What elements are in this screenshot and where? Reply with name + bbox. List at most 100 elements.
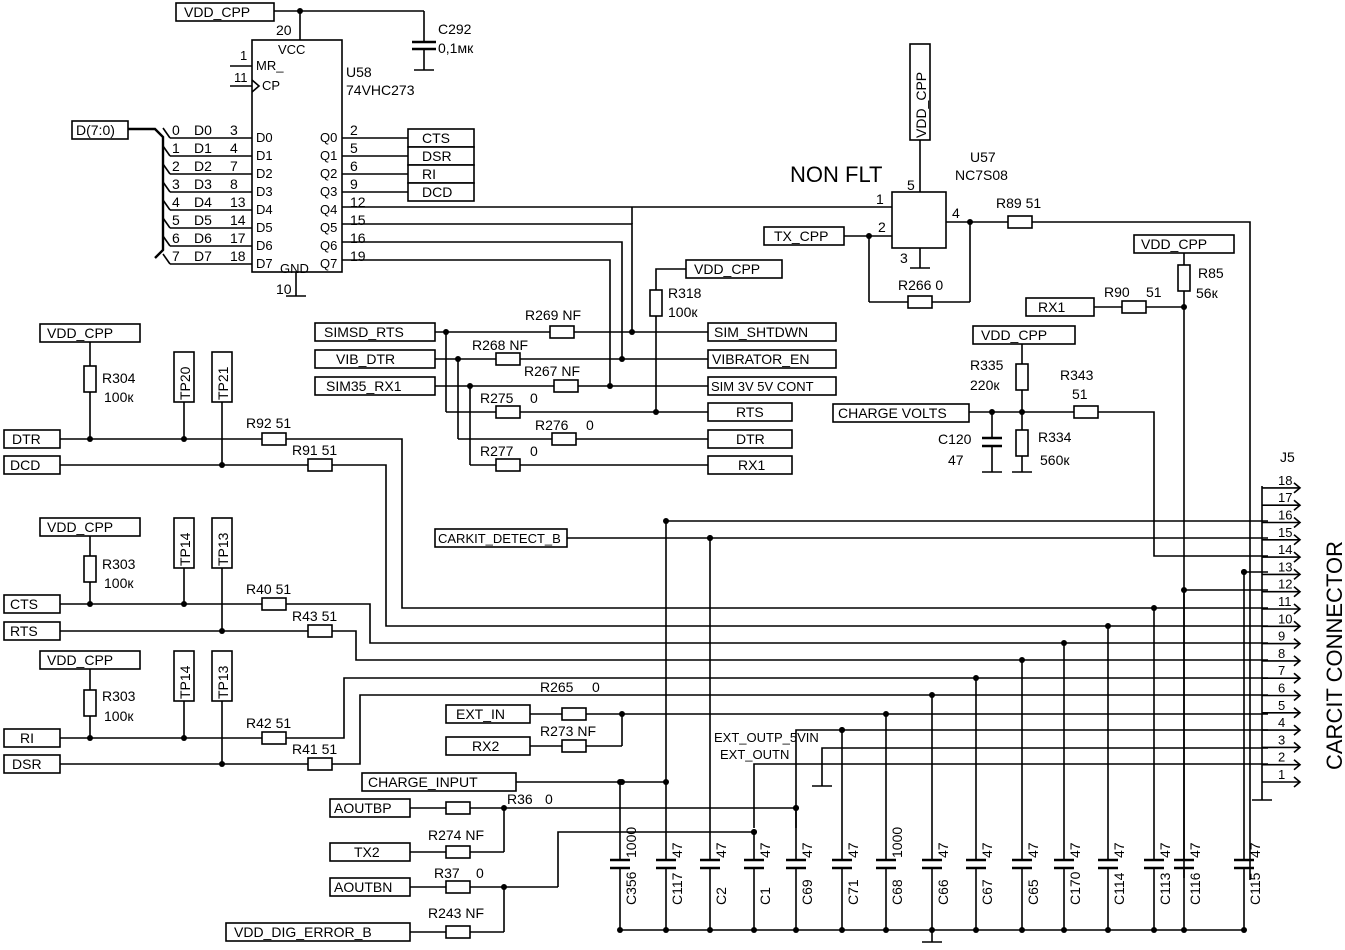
u58-d-inside-6: D6: [256, 238, 273, 253]
u58-q-pin-5: 15: [350, 212, 366, 228]
c120-value: 47: [948, 452, 964, 468]
net-vdd-cpp-r335: VDD_CPP: [981, 327, 1047, 343]
cap-value-7: 47: [935, 842, 951, 858]
r276-value: 0: [586, 417, 594, 433]
cap-ref-8: C67: [979, 879, 995, 905]
r85-ref: R85: [1198, 265, 1224, 281]
r37-value: 0: [476, 865, 484, 881]
j5-pin-5: 5: [1278, 698, 1285, 713]
net-vdd-dig-error-b: VDD_DIG_ERROR_B: [234, 924, 372, 940]
j5-pin-2: 2: [1278, 750, 1285, 765]
u58-part: 74VHC273: [346, 82, 415, 98]
capacitor-bank: C3561000C11747C247C147C6947C7147C681000C…: [610, 518, 1268, 933]
j5-pin-3: 3: [1278, 732, 1285, 747]
u58-pin-11: 11: [234, 70, 248, 85]
bus-bit-0: 0: [172, 122, 180, 138]
net-cts-in: CTS: [10, 596, 38, 612]
r343-value: 51: [1072, 386, 1088, 402]
net-aoutbp: AOUTBP: [334, 800, 392, 816]
u58-d-pin-5: 14: [230, 212, 246, 228]
cap-ref-2: C2: [713, 887, 729, 905]
j5-pin-14: 14: [1278, 542, 1292, 557]
cap-ref-7: C66: [935, 879, 951, 905]
r343-ref: R343: [1060, 367, 1094, 383]
r274-label: R274 NF: [428, 827, 484, 843]
r335-ref: R335: [970, 357, 1004, 373]
cap-value-13: 47: [1187, 842, 1203, 858]
net-sim35-rx1: SIM35_RX1: [326, 378, 402, 394]
u58-d-inside-4: D4: [256, 202, 273, 217]
u57-pin-5: 5: [907, 177, 915, 193]
u58-d-inside-1: D1: [256, 148, 273, 163]
u58-d-label-3: D3: [194, 176, 212, 192]
net-rts-out: RTS: [736, 404, 764, 420]
net-tx2: TX2: [354, 844, 380, 860]
u58-d-pin-7: 18: [230, 248, 246, 264]
cap-ref-11: C114: [1111, 872, 1127, 905]
cap-value-5: 47: [845, 842, 861, 858]
u58-q-pin-2: 6: [350, 158, 358, 174]
u58-cp-label: CP: [262, 78, 280, 93]
net-sim-3v-5v-cont: SIM 3V 5V CONT: [711, 379, 814, 394]
u57-ref: U57: [970, 149, 996, 165]
u58-q-label-3: Q3: [320, 184, 337, 199]
r42-label: R42 51: [246, 715, 291, 731]
bus-bit-3: 3: [172, 176, 180, 192]
net-sim-shtdwn: SIM_SHTDWN: [714, 324, 808, 340]
c120-ref: C120: [938, 431, 972, 447]
r277-ref: R277: [480, 443, 514, 459]
u58-block: VDD_CPP C292 0,1мк 20 VCC 1 MR_ 11 CP U5…: [71, 2, 632, 297]
bus-bit-6: 6: [172, 230, 180, 246]
net-vdd-cpp-r304: VDD_CPP: [47, 325, 113, 341]
j5-pin-8: 8: [1278, 646, 1285, 661]
u58-d-inside-0: D0: [256, 130, 273, 145]
tp21: TP21: [215, 366, 231, 400]
j5-pin-13: 13: [1278, 559, 1292, 574]
u58-d-inside-2: D2: [256, 166, 273, 181]
j5-pin-15: 15: [1278, 525, 1292, 540]
u58-q-pin-6: 16: [350, 230, 366, 246]
j5-pin-16: 16: [1278, 508, 1292, 523]
r243-label: R243 NF: [428, 905, 484, 921]
r36-value: 0: [545, 791, 553, 807]
r304-ref: R304: [102, 370, 136, 386]
u58-d-inside-3: D3: [256, 184, 273, 199]
net-charge-input: CHARGE_INPUT: [368, 774, 478, 790]
r37-ref: R37: [434, 865, 460, 881]
net-charge-volts: CHARGE VOLTS: [838, 405, 947, 421]
u58-d-label-0: D0: [194, 122, 212, 138]
j5-ref: J5: [1280, 449, 1295, 465]
u58-d-inside-5: D5: [256, 220, 273, 235]
u58-q-pin-7: 19: [350, 248, 366, 264]
tp14-a: TP14: [177, 532, 193, 566]
cap-value-3: 47: [757, 842, 773, 858]
u58-q-label-6: Q6: [320, 238, 337, 253]
r334-value: 560к: [1040, 452, 1070, 468]
j5-pin-17: 17: [1278, 490, 1292, 505]
r89-label: R89 51: [996, 195, 1041, 211]
connector-title: CARCIT CONNECTOR: [1322, 541, 1345, 770]
j5-pin-11: 11: [1278, 594, 1292, 609]
u58-ref: U58: [346, 64, 372, 80]
r43-label: R43 51: [292, 608, 337, 624]
net-simsd-rts: SIMSD_RTS: [324, 324, 404, 340]
u58-d-pin-2: 7: [230, 158, 238, 174]
u58-d-label-4: D4: [194, 194, 212, 210]
u58-mr-label: MR_: [256, 58, 284, 73]
tp14-b: TP14: [177, 665, 193, 699]
u57-pin-4: 4: [952, 205, 960, 221]
net-carkit-detect: CARKIT_DETECT_B: [438, 531, 561, 546]
net-rx1: RX1: [1038, 299, 1065, 315]
u58-pin-vcc: 20: [276, 22, 292, 38]
r303b-value: 100к: [104, 708, 134, 724]
c292-value: 0,1мк: [438, 40, 474, 56]
cap-ref-10: C170: [1067, 871, 1083, 905]
net-vibrator-en: VIBRATOR_EN: [712, 351, 810, 367]
charge-volts-section: VDD_CPP R335 220к R334 560к CHARGE VOLTS…: [832, 325, 1268, 557]
sim-section: SIMSD_RTS VIB_DTR SIM35_RX1 R269 NF R268…: [314, 207, 837, 475]
u57-body: [891, 191, 947, 249]
r91-label: R91 51: [292, 442, 337, 458]
j5-pin-18: 18: [1278, 473, 1292, 488]
